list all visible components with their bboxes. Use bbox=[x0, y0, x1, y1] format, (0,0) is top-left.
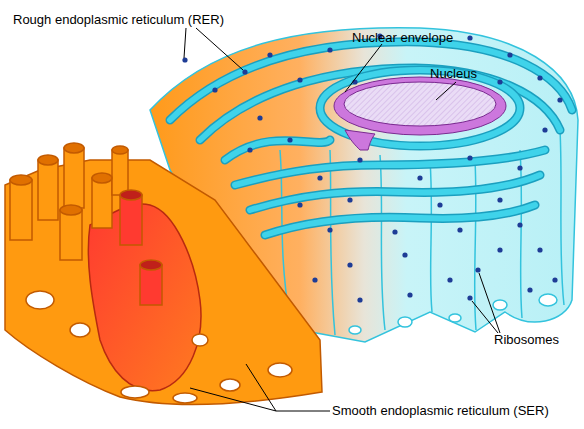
ser-openings bbox=[10, 143, 162, 270]
part-label: Nuclear envelope bbox=[352, 30, 453, 46]
part-label: Smooth endoplasmic reticulum (SER) bbox=[332, 403, 549, 419]
part-label: Ribosomes bbox=[494, 332, 559, 348]
leader-lines bbox=[184, 28, 500, 411]
ribosomes bbox=[182, 33, 562, 302]
ser-red-tube bbox=[88, 204, 201, 391]
part-label: Nucleus bbox=[430, 66, 477, 82]
nucleus-rim bbox=[334, 77, 506, 135]
ser-holes bbox=[26, 291, 292, 403]
nuclear-pore-link bbox=[345, 130, 375, 150]
part-label: Rough endoplasmic reticulum (RER) bbox=[13, 12, 224, 28]
rer-holes bbox=[349, 294, 557, 334]
nucleus bbox=[344, 82, 496, 126]
rer-cisternae bbox=[170, 42, 572, 235]
ser-body bbox=[5, 160, 322, 405]
ser-tubes bbox=[10, 148, 162, 305]
